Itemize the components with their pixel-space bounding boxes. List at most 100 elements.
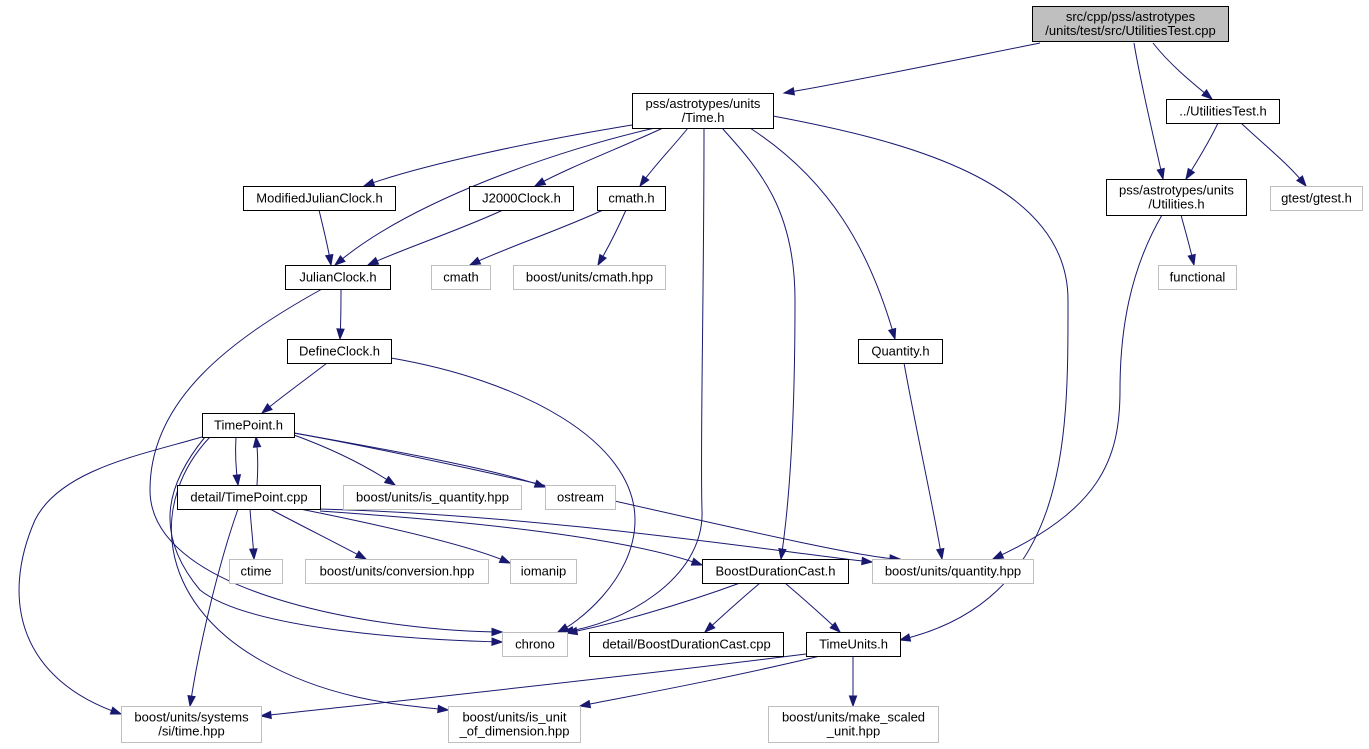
node-modified-julian[interactable]: ModifiedJulianClock.h bbox=[243, 186, 396, 211]
node-root[interactable]: src/cpp/pss/astrotypes/units/test/src/Ut… bbox=[1032, 6, 1229, 42]
edge-time_h-to-julian bbox=[333, 127, 656, 266]
edge-timepoint_h-to-ostream bbox=[293, 432, 547, 488]
node-label-line: _of_dimension.hpp bbox=[459, 724, 570, 739]
node-ostream: ostream bbox=[545, 485, 616, 510]
node-box bbox=[597, 186, 666, 211]
arrowhead bbox=[354, 550, 368, 560]
node-time-h[interactable]: pss/astrotypes/units/Time.h bbox=[632, 93, 774, 129]
arrowhead bbox=[898, 633, 912, 642]
edge-boost_duration_cast_h-to-time_units bbox=[784, 582, 842, 634]
edge-line bbox=[363, 124, 633, 187]
edges-layer bbox=[18, 42, 1307, 720]
node-chrono: chrono bbox=[502, 632, 568, 657]
edge-boost_duration_cast_h-to-boost_duration_cast_cpp bbox=[703, 582, 761, 634]
edge-define_clock-to-chrono bbox=[390, 357, 636, 633]
edge-line bbox=[319, 510, 703, 566]
node-timepoint-cpp[interactable]: detail/TimePoint.cpp bbox=[177, 485, 321, 510]
edge-timepoint_cpp-to-conversion bbox=[269, 508, 368, 560]
edge-utilitiestest_h-to-gtest bbox=[1240, 122, 1307, 188]
arrowhead bbox=[935, 547, 945, 561]
edge-line bbox=[189, 508, 239, 707]
node-label-line: pss/astrotypes/units bbox=[646, 96, 761, 111]
node-boost-duration-cast-h[interactable]: BoostDurationCast.h bbox=[702, 559, 849, 584]
node-label-line: detail/BoostDurationCast.cpp bbox=[602, 637, 770, 652]
node-utilities-h[interactable]: pss/astrotypes/units/Utilities.h bbox=[1106, 179, 1247, 216]
node-make-scaled-unit: boost/units/make_scaled_unit.hpp bbox=[768, 706, 939, 743]
edge-line bbox=[749, 127, 896, 340]
edge-julian-to-chrono bbox=[149, 288, 504, 637]
edge-define_clock-to-timepoint_h bbox=[260, 362, 328, 414]
edge-line bbox=[319, 508, 873, 563]
edge-line bbox=[171, 436, 449, 711]
edge-line bbox=[534, 127, 664, 187]
edge-line bbox=[783, 42, 1041, 94]
node-box bbox=[632, 93, 774, 129]
edge-line bbox=[903, 362, 943, 560]
edge-cmath_h-to-cmath_hpp bbox=[597, 209, 627, 267]
arrowhead bbox=[336, 328, 345, 341]
node-box bbox=[858, 339, 943, 364]
arrowhead bbox=[861, 556, 874, 566]
node-julian[interactable]: JulianClock.h bbox=[285, 265, 391, 290]
node-label-line: boost/units/is_quantity.hpp bbox=[356, 490, 509, 505]
edge-time_h-to-cmath_h bbox=[639, 127, 689, 188]
edge-line bbox=[1133, 42, 1164, 180]
node-label-line: ../UtilitiesTest.h bbox=[1179, 104, 1266, 119]
edge-utilities_h-to-functional bbox=[1180, 214, 1196, 267]
edge-line bbox=[261, 362, 328, 414]
arrowhead bbox=[333, 254, 346, 266]
arrowhead bbox=[232, 474, 242, 487]
node-label-line: boost/units/make_scaled bbox=[782, 710, 925, 725]
edge-timepoint_h-to-timepoint_cpp bbox=[232, 436, 242, 487]
node-label-line: src/cpp/pss/astrotypes bbox=[1066, 9, 1196, 24]
node-label-line: cmath.h bbox=[608, 191, 654, 206]
edge-timepoint_h-to-chrono bbox=[169, 436, 504, 647]
node-label-line: ModifiedJulianClock.h bbox=[256, 191, 382, 206]
edge-timepoint_cpp-to-boost_duration_cast_h bbox=[319, 510, 704, 566]
edge-line bbox=[299, 508, 511, 564]
arrowhead bbox=[578, 699, 592, 709]
node-quantity-h[interactable]: Quantity.h bbox=[858, 339, 943, 364]
node-box bbox=[1106, 179, 1247, 216]
node-si-time: boost/units/systems/si/time.hpp bbox=[121, 706, 262, 743]
edge-timepoint_h-to-is_unit_of_dim bbox=[171, 436, 450, 714]
node-label-line: boost/units/cmath.hpp bbox=[526, 270, 653, 285]
node-define-clock[interactable]: DefineClock.h bbox=[287, 339, 392, 364]
edge-line bbox=[579, 655, 821, 707]
node-utilitiestest-h[interactable]: ../UtilitiesTest.h bbox=[1166, 99, 1280, 124]
edge-time_units-to-make_scaled_unit bbox=[848, 656, 858, 708]
node-label-line: /si/time.hpp bbox=[158, 724, 224, 739]
node-timepoint-h[interactable]: TimePoint.h bbox=[202, 413, 295, 438]
node-label-line: functional bbox=[1170, 270, 1226, 285]
node-label-line: BoostDurationCast.h bbox=[716, 564, 836, 579]
edge-utilities_h-to-quantity_hpp bbox=[991, 214, 1163, 560]
arrowhead bbox=[491, 627, 504, 637]
node-cmath-h[interactable]: cmath.h bbox=[597, 186, 666, 211]
node-label-line: boost/units/conversion.hpp bbox=[320, 564, 475, 579]
node-box bbox=[513, 265, 666, 290]
arrowhead bbox=[565, 626, 579, 636]
node-label-line: TimeUnits.h bbox=[819, 637, 888, 652]
edge-line bbox=[169, 436, 503, 643]
edge-quantity_h-to-quantity_hpp bbox=[903, 362, 945, 561]
arrowhead bbox=[1201, 89, 1214, 100]
node-box bbox=[872, 559, 1034, 584]
arrowhead bbox=[639, 174, 650, 188]
edge-julian-to-define_clock bbox=[336, 288, 345, 341]
node-label-line: chrono bbox=[515, 637, 555, 652]
node-box bbox=[229, 559, 283, 584]
arrowhead bbox=[498, 554, 512, 564]
node-label-line: ctime bbox=[240, 564, 271, 579]
arrowhead bbox=[260, 403, 273, 414]
node-j2000[interactable]: J2000Clock.h bbox=[469, 186, 574, 211]
edge-line bbox=[784, 582, 841, 633]
node-cmath-hpp: boost/units/cmath.hpp bbox=[513, 265, 666, 290]
edge-line bbox=[562, 127, 705, 633]
node-boost-duration-cast-cpp[interactable]: detail/BoostDurationCast.cpp bbox=[589, 632, 784, 657]
arrowhead bbox=[690, 557, 704, 566]
edge-timepoint_h-to-is_quantity bbox=[293, 434, 397, 486]
node-time-units[interactable]: TimeUnits.h bbox=[806, 632, 901, 657]
edge-line bbox=[293, 432, 546, 488]
node-box bbox=[343, 485, 522, 510]
node-label-line: cmath bbox=[443, 270, 478, 285]
